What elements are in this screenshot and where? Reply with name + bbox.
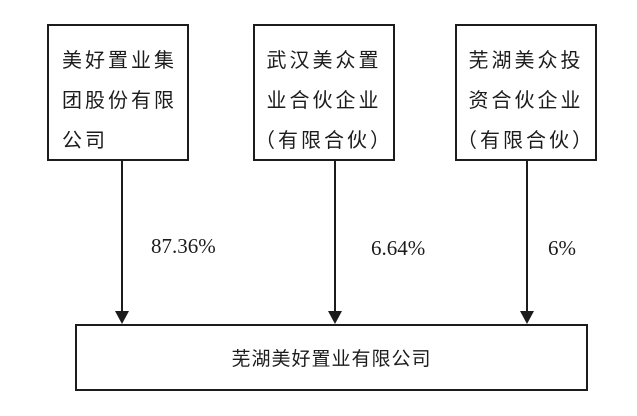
shareholder-box-1-line-2: 团股份有限 bbox=[62, 90, 177, 112]
shareholder-box-2-line-3: （有限合伙） bbox=[255, 130, 393, 152]
shareholder-box-3-line-3: （有限合伙） bbox=[457, 130, 595, 152]
shareholder-box-3-line-2: 资合伙企业 bbox=[468, 90, 584, 112]
ownership-arrow-1 bbox=[115, 161, 129, 324]
arrow-down-icon bbox=[328, 311, 342, 324]
arrow-down-icon bbox=[520, 311, 534, 324]
shareholder-box-2-line-1: 武汉美众置 bbox=[266, 50, 382, 72]
shareholder-box-2: 武汉美众置 业合伙企业 （有限合伙） bbox=[253, 24, 395, 161]
shareholder-box-3: 芜湖美众投 资合伙企业 （有限合伙） bbox=[455, 24, 597, 161]
ownership-percentage-3: 6% bbox=[548, 236, 576, 260]
ownership-percentage-1: 87.36% bbox=[151, 234, 216, 258]
ownership-arrow-2 bbox=[328, 161, 342, 324]
shareholder-box-2-line-2: 业合伙企业 bbox=[266, 90, 382, 112]
shareholder-box-1-line-3: 公司 bbox=[62, 130, 108, 152]
subsidiary-name: 芜湖美好置业有限公司 bbox=[231, 349, 432, 370]
ownership-percentage-2: 6.64% bbox=[371, 236, 426, 260]
shareholder-box-3-line-1: 芜湖美众投 bbox=[468, 50, 584, 72]
shareholder-box-1-line-1: 美好置业集 bbox=[62, 50, 177, 72]
arrow-line bbox=[121, 161, 123, 312]
subsidiary-box: 芜湖美好置业有限公司 bbox=[75, 324, 588, 391]
shareholder-box-1: 美好置业集 团股份有限 公司 bbox=[47, 24, 189, 161]
ownership-arrow-3 bbox=[520, 161, 534, 324]
arrow-down-icon bbox=[115, 311, 129, 324]
arrow-line bbox=[334, 161, 336, 312]
arrow-line bbox=[526, 161, 528, 312]
